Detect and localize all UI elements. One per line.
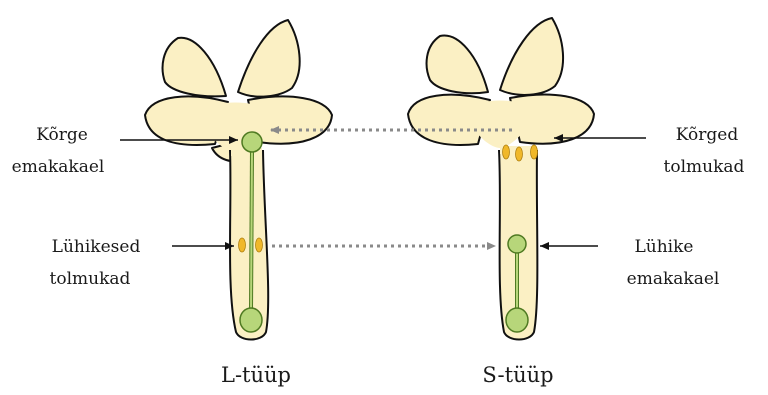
l-type-anther-left (239, 238, 246, 252)
l-type-title: L-tüüp (221, 363, 291, 387)
label-l-upper-line1: Kõrge (36, 125, 88, 145)
s-type-anther-3 (531, 145, 538, 159)
label-s-upper-line2: tolmukad (664, 157, 745, 177)
s-type-title: S-tüüp (482, 363, 553, 387)
s-type-anther-2 (516, 147, 523, 161)
s-type-stigma (508, 235, 526, 253)
s-type-ovary (506, 308, 528, 332)
label-l-lower-line2: tolmukad (50, 269, 131, 289)
l-type-flower (145, 20, 332, 340)
label-l-upper-line2: emakakael (12, 157, 105, 177)
label-l-lower-line1: Lühikesed (52, 237, 141, 257)
l-type-anther-right (256, 238, 263, 252)
l-type-stigma (242, 132, 262, 152)
label-s-lower-line1: Lühike (635, 237, 694, 257)
s-type-anther-1 (503, 145, 510, 159)
s-type-flower (408, 18, 594, 340)
l-type-ovary (240, 308, 262, 332)
label-s-lower-line2: emakakael (627, 269, 720, 289)
label-s-upper-line1: Kõrged (676, 125, 739, 145)
